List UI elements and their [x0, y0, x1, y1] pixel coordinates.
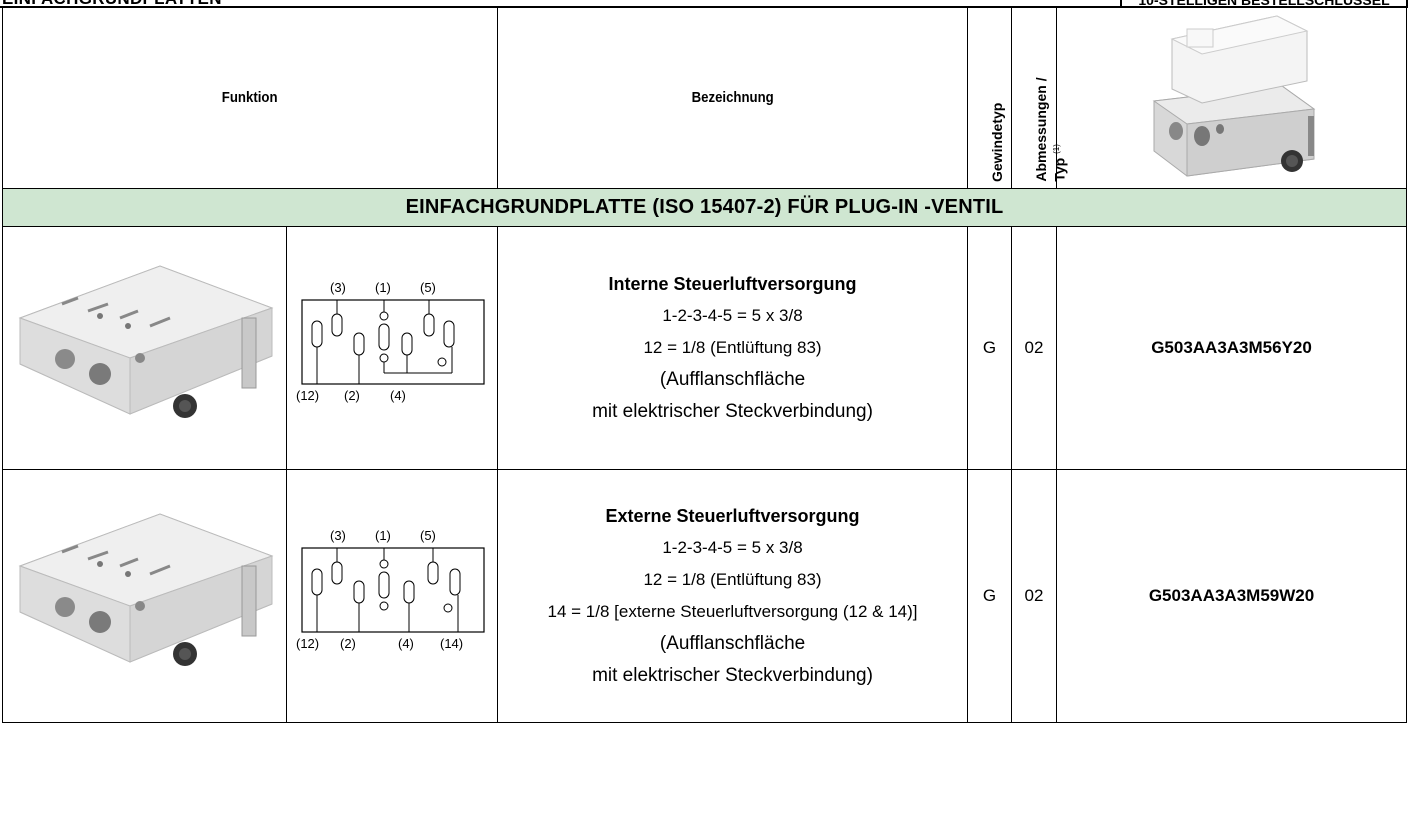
header-bezeichnung: Bezeichnung [497, 7, 969, 189]
subbase-product-image [18, 264, 273, 418]
order-key-box: 10-STELLIGEN BESTELLSCHLÜSSEL [1120, 0, 1408, 8]
description-title: Externe Steuerluftversorgung [605, 506, 860, 526]
product-table: Funktion Bezeichnung Gewindetyp Abmessun… [1, 7, 1408, 723]
description-line: 14 = 1/8 [externe Steuerluftversorgung (… [547, 602, 918, 621]
description-line: 12 = 1/8 (Entlüftung 83) [643, 338, 822, 357]
abmessungen-cell: 02 [1011, 226, 1058, 470]
table-header-row: Funktion Bezeichnung Gewindetyp Abmessun… [1, 7, 1408, 189]
description-title: Interne Steuerluftversorgung [608, 274, 857, 294]
gewindetyp-cell: G [967, 226, 1013, 470]
header-gewindetyp: Gewindetyp [967, 7, 1013, 189]
table-row: (3) (1) (5) [2, 226, 1408, 470]
gewindetyp-cell: G [967, 469, 1013, 723]
order-code-cell: G503AA3A3M56Y20 [1056, 226, 1408, 470]
section-title: EINFACHGRUNDPLATTE (ISO 15407-2) FÜR PLU… [1, 188, 1408, 227]
description-line: (Aufflanschfläche [659, 633, 806, 654]
header-valve-image [1056, 7, 1408, 189]
valve-product-image [1152, 14, 1315, 177]
table-row: (3) (1) (5) (1 [2, 469, 1408, 723]
section-row: EINFACHGRUNDPLATTE (ISO 15407-2) FÜR PLU… [1, 188, 1408, 227]
pneumatic-symbol-cell: (3) (1) (5) (1 [285, 469, 499, 723]
svg-text:(2): (2) [340, 636, 356, 651]
svg-text:(12): (12) [296, 388, 319, 403]
svg-text:(3): (3) [330, 528, 346, 543]
svg-text:(5): (5) [420, 280, 436, 295]
product-image-cell [2, 469, 287, 723]
description-line: 1-2-3-4-5 = 5 x 3/8 [662, 538, 803, 557]
svg-text:(1): (1) [375, 280, 391, 295]
svg-text:(2): (2) [344, 388, 360, 403]
order-code-cell: G503AA3A3M59W20 [1056, 469, 1408, 723]
svg-text:(1): (1) [375, 528, 391, 543]
pneumatic-symbol: (3) (1) (5) [296, 280, 485, 403]
svg-text:(4): (4) [398, 636, 414, 651]
svg-text:(4): (4) [390, 388, 406, 403]
pneumatic-symbol-cell: (3) (1) (5) [285, 226, 499, 470]
svg-text:(3): (3) [330, 280, 346, 295]
description-line: mit elektrischer Steckverbindung) [592, 665, 873, 686]
description-line: 1-2-3-4-5 = 5 x 3/8 [662, 306, 803, 325]
product-image-cell [2, 226, 287, 470]
page-title: EINFACHGRUNDPLATTEN [2, 0, 222, 8]
subbase-product-image [18, 512, 273, 666]
description-cell: Interne Steuerluftversorgung 1-2-3-4-5 =… [497, 226, 969, 470]
description-line: (Aufflanschfläche [659, 369, 806, 390]
pneumatic-symbol: (3) (1) (5) (1 [296, 528, 485, 651]
header-abmessungen: Abmessungen /Typ (1) [1011, 7, 1068, 189]
svg-text:(14): (14) [440, 636, 463, 651]
description-cell: Externe Steuerluftversorgung 1-2-3-4-5 =… [497, 469, 969, 723]
svg-text:(12): (12) [296, 636, 319, 651]
header-funktion: Funktion [1, 7, 499, 189]
description-line: 12 = 1/8 (Entlüftung 83) [643, 570, 822, 589]
description-line: mit elektrischer Steckverbindung) [592, 401, 873, 422]
svg-text:(5): (5) [420, 528, 436, 543]
abmessungen-cell: 02 [1011, 469, 1058, 723]
